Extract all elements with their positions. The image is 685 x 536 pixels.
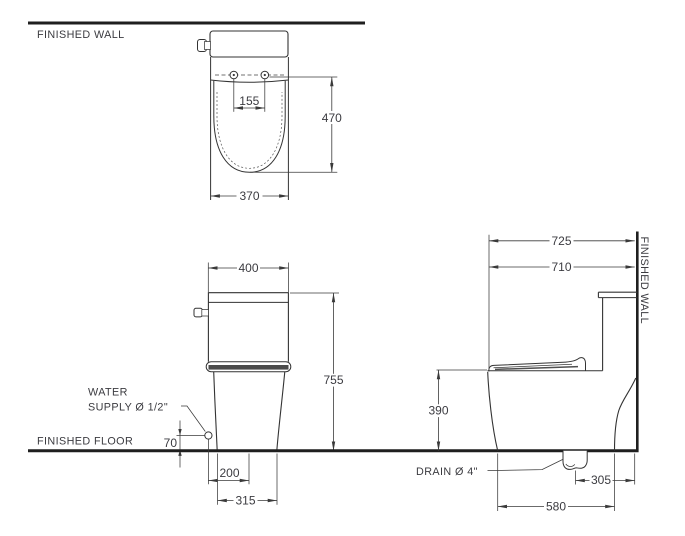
seat-inner-edge-plan <box>216 92 283 169</box>
dim-710-mask <box>549 260 574 274</box>
seat-darkband-side <box>494 365 579 371</box>
body-rear-edge-side <box>613 377 637 451</box>
water-supply-label-line2: SUPPLY Ø 1/2" <box>88 402 168 414</box>
seat-outline-plan <box>213 80 286 173</box>
seat-front-darkband <box>208 365 289 370</box>
seat-split-line-side <box>493 363 573 369</box>
flush-button-neck-front <box>201 309 209 317</box>
body-front-edge-side <box>487 371 499 451</box>
dim-315-text: 315 <box>235 494 255 508</box>
finished-wall-label-side: FINISHED WALL <box>638 237 650 325</box>
drain-pipe <box>562 450 588 470</box>
flush-button-neck-plan <box>204 41 211 50</box>
dim-725-mask <box>549 234 574 248</box>
dim-155-text: 155 <box>239 94 259 108</box>
dim-400-text: 400 <box>238 261 258 275</box>
dim-70-arrow-top <box>178 429 182 436</box>
tank-front-outline <box>207 292 289 362</box>
dim-370-text: 370 <box>239 189 259 203</box>
drain-pipe-inner-arc <box>565 463 576 467</box>
dim-370-mask <box>236 189 263 203</box>
finished-floor-label: FINISHED FLOOR <box>37 436 133 448</box>
dim-580-text: 580 <box>546 499 566 513</box>
dim-470-text: 470 <box>322 111 342 125</box>
dim-755-mask <box>322 373 345 387</box>
dim-315-mask <box>233 494 258 508</box>
body-left-edge-front <box>213 371 218 451</box>
dim-305-mask <box>589 473 613 487</box>
water-supply-circle <box>204 431 213 440</box>
dim-755-text: 755 <box>323 373 343 387</box>
top-view: FINISHED WALL 155 470 370 <box>28 21 365 203</box>
hinge-left-pin <box>232 73 235 77</box>
body-right-edge-front <box>276 371 286 451</box>
dim-70-arrow-bottom <box>178 449 182 456</box>
tank-plan-outline <box>209 30 289 58</box>
flush-button-front <box>193 307 203 318</box>
dim-200-text: 200 <box>219 466 239 480</box>
water-supply-leader <box>181 405 206 432</box>
front-view: 400 755 WATER SUPPLY Ø 1/2" 70 FINISHED … <box>28 261 639 508</box>
drain-label: DRAIN Ø 4" <box>416 466 478 478</box>
dim-725-text: 725 <box>551 234 571 248</box>
finished-wall-label-top: FINISHED WALL <box>37 29 125 41</box>
dim-305-text: 305 <box>591 473 611 487</box>
dim-390-text: 390 <box>428 404 448 418</box>
dim-710-text: 710 <box>551 260 571 274</box>
side-view: 725 710 FINISHED WALL 390 DRAIN Ø 4" <box>416 231 650 513</box>
dim-580-mask <box>544 500 568 513</box>
dim-70-text: 70 <box>164 436 178 450</box>
dim-470-mask <box>321 111 343 124</box>
water-supply-label-line1: WATER <box>88 387 128 399</box>
dim-390-mask <box>426 404 451 418</box>
hinge-right-pin <box>263 73 266 77</box>
drain-leader <box>487 459 563 471</box>
seat-rear-edge-plan <box>210 79 289 83</box>
dim-400-mask <box>237 261 260 275</box>
